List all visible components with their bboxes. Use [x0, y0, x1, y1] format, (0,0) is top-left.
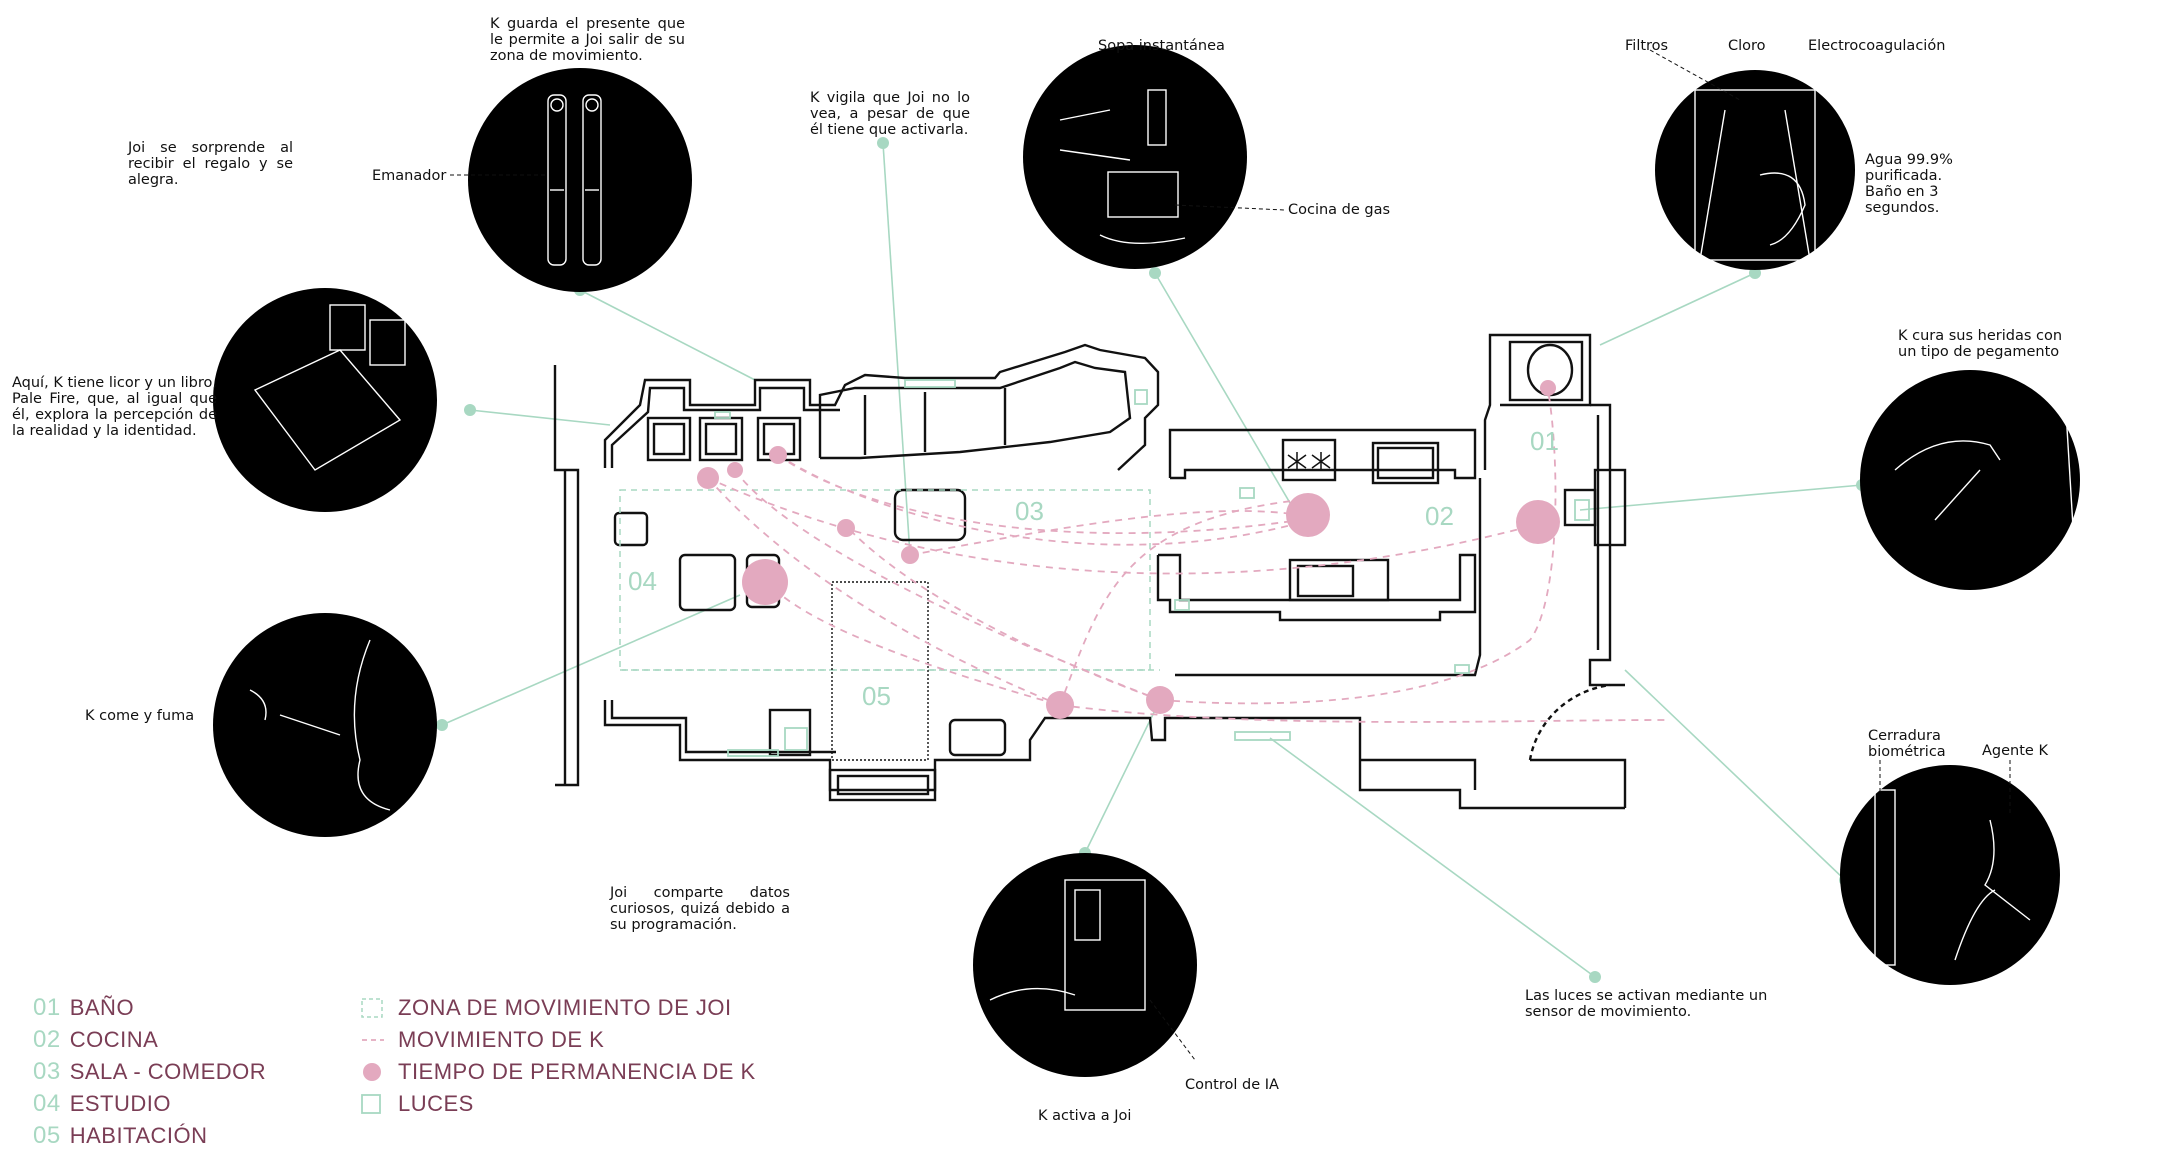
- callout-dashes: [450, 49, 2011, 1061]
- legend-movimiento-k: MOVIMIENTO DE K: [360, 1024, 756, 1056]
- legend-label: MOVIMIENTO DE K: [398, 1027, 605, 1052]
- legend-label: TIEMPO DE PERMANENCIA DE K: [398, 1059, 756, 1084]
- legend-label: ZONA DE MOVIMIENTO DE JOI: [398, 995, 732, 1020]
- label-sopa: Sopa instantánea: [1098, 38, 1225, 54]
- zone-num-04: 04: [628, 566, 657, 596]
- zone-legend-name: HABITACIÓN: [69, 1123, 208, 1148]
- zone-legend-item: 01 BAÑO: [33, 992, 266, 1024]
- zone-num-03: 03: [1015, 496, 1044, 526]
- bed: [831, 581, 929, 761]
- legend-luces: LUCES: [360, 1088, 756, 1120]
- zone-num-01: 01: [1530, 426, 1559, 456]
- zone-legend-item: 05 HABITACIÓN: [33, 1120, 266, 1152]
- sopa-circle: [1023, 45, 1247, 269]
- annotation-luces-sensor: Las luces se activan mediante un sensor …: [1525, 988, 1768, 1020]
- cerradura-circle: [1840, 765, 2060, 985]
- leader-sopa: [1154, 272, 1301, 521]
- zone-legend-name: COCINA: [69, 1027, 159, 1052]
- k-movement: [707, 389, 1666, 723]
- leader-cerradura: [1624, 669, 1846, 881]
- zone-legend: 01 BAÑO 02 COCINA 03 SALA - COMEDOR 04 ESTUD…: [33, 992, 266, 1152]
- illustration-circles: [213, 45, 2080, 1077]
- leader-licor: [469, 409, 611, 426]
- label-agente: Agente K: [1982, 743, 2048, 759]
- leader-luces: [1269, 737, 1596, 978]
- label-electro: Electrocoagulación: [1808, 38, 1946, 54]
- leader-k-vigila: [882, 142, 911, 556]
- plan-walls: [553, 333, 1627, 810]
- zone-legend-num: 02: [33, 1026, 61, 1053]
- zone-legend-num: 03: [33, 1058, 61, 1085]
- annotation-k-cura: K cura sus heridas con un tipo de pegame…: [1898, 328, 2063, 360]
- joi-zones: [619, 489, 1160, 671]
- cura-circle: [1860, 370, 2080, 590]
- leader-come: [441, 594, 741, 726]
- dashed-line-icon: [362, 1039, 384, 1041]
- label-cloro: Cloro: [1728, 38, 1766, 54]
- leader-emanador: [579, 289, 756, 381]
- legend-label: LUCES: [398, 1091, 474, 1116]
- bano-circle: [1655, 70, 1855, 270]
- label-cocina-gas: Cocina de gas: [1288, 202, 1391, 218]
- dashed-square-icon: [361, 998, 383, 1018]
- zone-legend-item: 02 COCINA: [33, 1024, 266, 1056]
- legend-tiempo-k: TIEMPO DE PERMANENCIA DE K: [360, 1056, 756, 1088]
- symbol-legend: ZONA DE MOVIMIENTO DE JOI MOVIMIENTO DE …: [360, 992, 756, 1120]
- label-k-activa: K activa a Joi: [1038, 1108, 1132, 1124]
- leader-lines: [436, 137, 1868, 983]
- zone-legend-name: SALA - COMEDOR: [69, 1059, 267, 1084]
- stove: [1287, 452, 1331, 471]
- luces: [714, 379, 1590, 757]
- annotation-cerradura: Cerradura biométrica: [1868, 728, 1946, 760]
- leader-bano: [1599, 272, 1756, 346]
- zone-legend-num: 05: [33, 1122, 61, 1149]
- zone-legend-item: 03 SALA - COMEDOR: [33, 1056, 266, 1088]
- annotation-k-vigila: K vigila que Joi no lo vea, a pesar de q…: [810, 90, 970, 138]
- zone-num-05: 05: [862, 681, 891, 711]
- emanador-circle: [468, 68, 692, 292]
- zone-legend-name: BAÑO: [69, 995, 135, 1020]
- activa-circle: [973, 853, 1197, 1077]
- come-circle: [213, 613, 437, 837]
- label-k-come: K come y fuma: [85, 708, 195, 724]
- zone-legend-name: ESTUDIO: [69, 1091, 171, 1116]
- leader-activa: [1084, 699, 1161, 854]
- legend-zona-joi: ZONA DE MOVIMIENTO DE JOI: [360, 992, 756, 1024]
- k-dwell-dots: [697, 380, 1560, 719]
- label-emanador: Emanador: [372, 168, 447, 184]
- teal-square-icon: [361, 1094, 381, 1114]
- zone-numbers: 01 02 03 04 05: [628, 426, 1559, 711]
- zone-legend-num: 01: [33, 994, 61, 1021]
- zone-num-02: 02: [1425, 501, 1454, 531]
- pink-dot-icon: [363, 1063, 381, 1081]
- label-control-ia: Control de IA: [1185, 1077, 1279, 1093]
- annotation-k-guarda: K guarda el presente que le permite a Jo…: [490, 16, 685, 64]
- annotation-joi-sorprende: Joi se sorprende al recibir el regalo y …: [128, 140, 293, 188]
- annotation-agua: Agua 99.9% purificada. Baño en 3 segundo…: [1865, 152, 1953, 216]
- annotation-k-licor: Aquí, K tiene licor y un libro, Pale Fir…: [12, 375, 217, 439]
- annotation-joi-comparte: Joi comparte datos curiosos, quizá debid…: [610, 885, 790, 933]
- label-filtros: Filtros: [1625, 38, 1669, 54]
- zone-legend-num: 04: [33, 1090, 61, 1117]
- leader-cura: [1579, 484, 1863, 511]
- zone-legend-item: 04 ESTUDIO: [33, 1088, 266, 1120]
- licor-circle: [213, 288, 437, 512]
- circle-line-art: [249, 89, 2076, 1011]
